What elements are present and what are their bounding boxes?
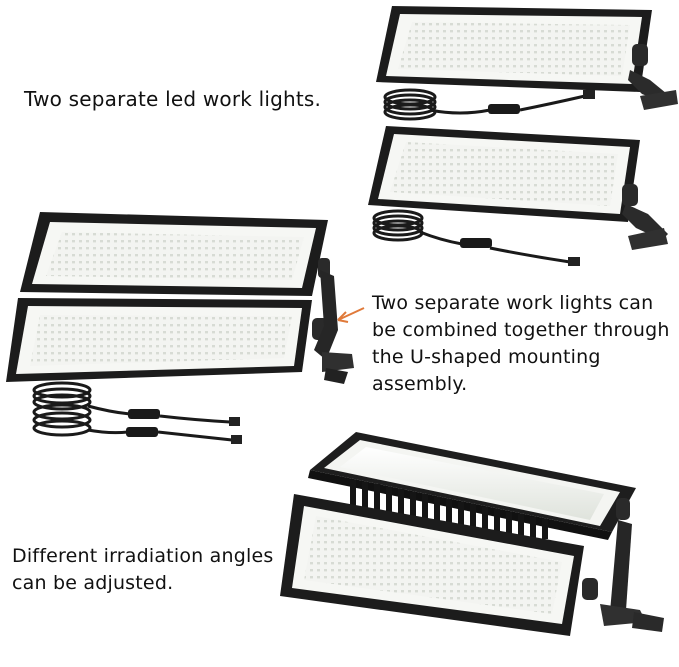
knob-icon xyxy=(582,578,598,600)
pointer-arrow-icon xyxy=(337,307,365,323)
inline-switch-icon xyxy=(460,238,492,248)
knob-icon xyxy=(622,184,638,206)
u-shaped-mounting-assembly xyxy=(314,270,354,384)
heat-sink-fins xyxy=(350,480,548,539)
plug-icon xyxy=(568,257,580,266)
plug-icon xyxy=(231,435,242,444)
power-cord-coils-combined xyxy=(32,381,233,442)
work-light-combined-upper xyxy=(20,212,330,296)
power-cord-coil-1 xyxy=(383,88,586,121)
plug-icon xyxy=(229,417,240,426)
u-shaped-mounting-assembly-tilted xyxy=(600,520,664,632)
inline-switch-icon xyxy=(488,104,520,114)
work-light-tilted-front xyxy=(280,494,598,636)
caption-combined-lights: Two separate work lights can be combined… xyxy=(372,292,670,395)
plug-icon xyxy=(583,90,595,99)
caption-two-separate-lights: Two separate led work lights. xyxy=(24,87,322,111)
work-light-single-1 xyxy=(376,6,678,110)
work-light-single-2 xyxy=(368,126,668,250)
work-light-combined-lower xyxy=(6,298,328,382)
work-light-tilted-back xyxy=(308,432,636,540)
inline-switch-icon xyxy=(126,427,158,437)
knob-icon xyxy=(632,44,648,66)
caption-adjustable-angles: Different irradiation angles can be adju… xyxy=(12,545,274,594)
inline-switch-icon xyxy=(128,409,160,419)
knob-icon xyxy=(616,498,630,520)
power-cord-coil-2 xyxy=(372,209,571,264)
